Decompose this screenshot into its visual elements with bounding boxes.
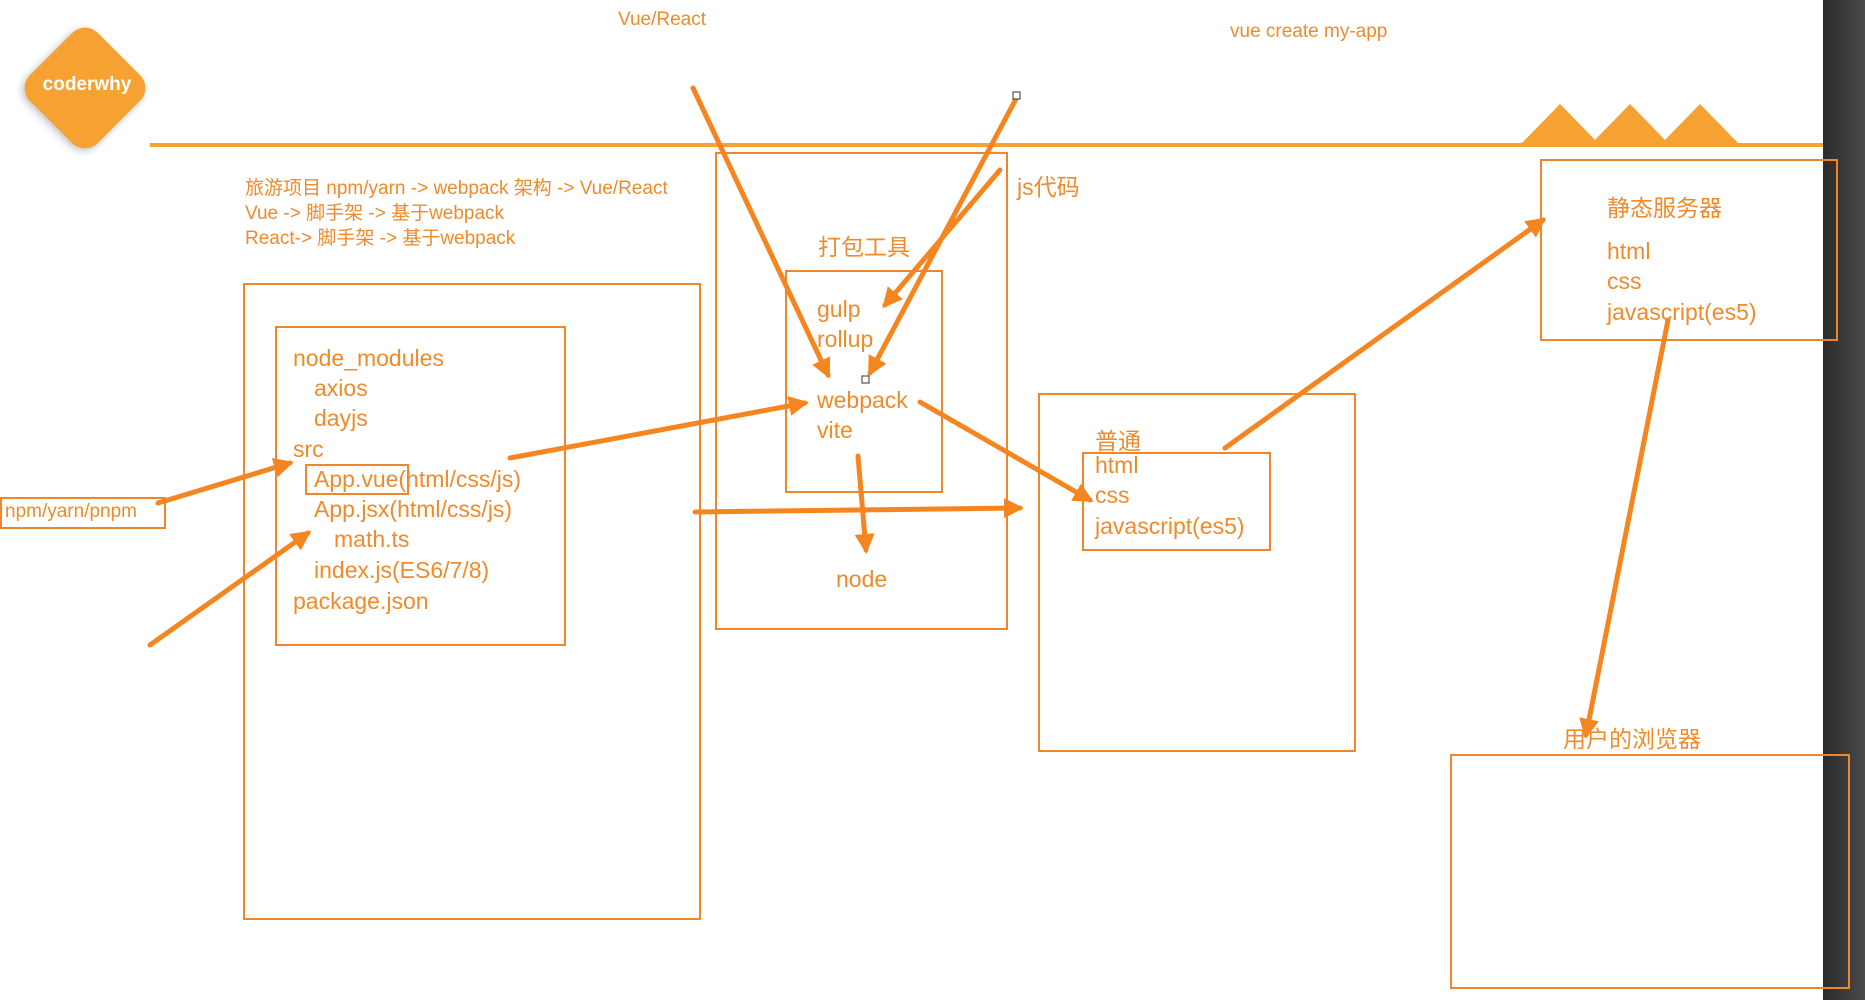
- server-css: css: [1607, 268, 1642, 294]
- tool-webpack: webpack: [817, 387, 908, 413]
- file-node-modules: node_modules: [293, 345, 444, 371]
- tool-vite: vite: [817, 417, 853, 443]
- mountain-decoration: [1660, 104, 1740, 145]
- browser-title: 用户的浏览器: [1563, 726, 1701, 752]
- output-title: 普通: [1095, 428, 1141, 454]
- folder-src: src: [293, 436, 324, 462]
- arrow-to-app-jsx: [147, 530, 312, 648]
- mountain-decoration: [1520, 104, 1600, 145]
- output-html: html: [1095, 452, 1139, 478]
- output-javascript: javascript(es5): [1095, 513, 1245, 539]
- arrow-project-to-output: [692, 498, 1024, 519]
- arrow-jscode-to-gulp: [882, 167, 1003, 309]
- arrow-webpack-to-node: [854, 453, 875, 554]
- arrow-app-to-webpack: [507, 396, 809, 461]
- file-app-vue: App.vue(html/css/js): [314, 466, 522, 492]
- selection-handle: [1012, 91, 1021, 100]
- package-manager-label: npm/yarn/pnpm: [5, 501, 138, 522]
- file-package-json: package.json: [293, 588, 429, 614]
- arrow-npm-to-src: [155, 458, 294, 506]
- output-css: css: [1095, 482, 1130, 508]
- package-manager-box: [0, 497, 166, 529]
- file-math-ts: math.ts: [334, 526, 410, 552]
- project-files-box: [275, 326, 566, 646]
- mountain-decoration: [1590, 104, 1670, 145]
- framework-label: Vue/React: [618, 9, 707, 30]
- arrow-output-to-server: [1222, 217, 1547, 451]
- logo-text: coderwhy: [42, 74, 132, 95]
- cli-command-label: vue create my-app: [1230, 21, 1388, 42]
- tool-gulp: gulp: [817, 296, 861, 322]
- bundler-tools-box: [785, 270, 943, 493]
- js-code-label: js代码: [1017, 174, 1080, 200]
- arrow-framework-to-webpack: [690, 85, 831, 379]
- browser-box: [1450, 754, 1850, 989]
- static-server-box: [1540, 159, 1838, 341]
- bundler-title: 打包工具: [818, 234, 910, 260]
- selection-handle: [861, 375, 870, 384]
- app-vue-highlight: [305, 464, 409, 495]
- note-line-1: 旅游项目 npm/yarn -> webpack 架构 -> Vue/React: [245, 178, 668, 199]
- output-container: [1038, 393, 1356, 752]
- server-html: html: [1607, 238, 1651, 264]
- file-index-js: index.js(ES6/7/8): [314, 557, 490, 583]
- arrow-webpack-to-output: [917, 399, 1094, 503]
- file-axios: axios: [314, 375, 368, 401]
- tool-rollup: rollup: [817, 326, 874, 352]
- file-dayjs: dayjs: [314, 405, 368, 431]
- arrow-server-to-browser: [1579, 317, 1671, 739]
- project-container: [243, 283, 701, 920]
- note-line-3: React-> 脚手架 -> 基于webpack: [245, 228, 516, 249]
- note-line-2: Vue -> 脚手架 -> 基于webpack: [245, 203, 505, 224]
- runtime-node: node: [836, 566, 888, 592]
- bundler-container: [715, 152, 1008, 630]
- file-app-jsx: App.jsx(html/css/js): [314, 496, 513, 522]
- static-server-title: 静态服务器: [1607, 195, 1722, 221]
- window-edge: [1823, 0, 1865, 1000]
- server-javascript: javascript(es5): [1607, 299, 1757, 325]
- output-files-box: [1082, 452, 1271, 551]
